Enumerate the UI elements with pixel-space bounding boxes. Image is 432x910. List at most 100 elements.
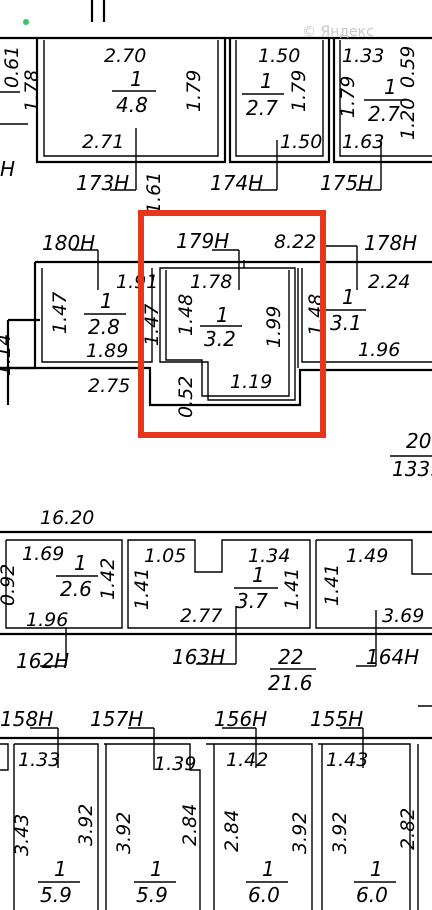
room-180-dim-right: 1.47 xyxy=(141,304,163,346)
top-band-walls xyxy=(0,0,432,164)
room-157-area: 5.9 xyxy=(136,883,168,907)
room-157: 157Н 1.39 3.92 2.84 1 5.9 xyxy=(90,707,201,907)
room-179-label: 179Н xyxy=(176,229,229,253)
dim-161: 1.61 xyxy=(143,172,165,214)
partial-count-right: 20 xyxy=(406,429,431,453)
room-158-dim-left: 3.43 xyxy=(11,814,33,856)
room-157-dim-top: 1.39 xyxy=(154,753,196,775)
room-164: 1.49 1.41 3.69 164Н xyxy=(321,545,424,669)
room-173-dim-bottom: 2.71 xyxy=(82,131,124,153)
highlight-frame xyxy=(138,210,326,438)
room-173-dim-right: 1.79 xyxy=(183,70,205,112)
room-162-area: 2.6 xyxy=(60,577,92,601)
watermark: © Яндекс xyxy=(302,24,374,40)
room-179-count: 1 xyxy=(216,303,229,327)
dim-top-left: 0.61 xyxy=(1,46,23,88)
room-158-dim-right: 3.92 xyxy=(75,804,97,846)
room-173-area: 4.8 xyxy=(116,93,148,117)
room-174-area: 2.7 xyxy=(246,96,278,120)
room-156-count: 1 xyxy=(262,857,275,881)
room-173-dim-left: 1.78 xyxy=(21,70,43,112)
partial-area-right: 133. xyxy=(392,457,432,481)
room-156-area: 6.0 xyxy=(248,883,280,907)
room-162-label: 162Н xyxy=(16,649,69,673)
room-163-dim-right: 1.41 xyxy=(281,568,303,610)
room-180-label: 180Н xyxy=(42,231,95,255)
room-162-dim-bottom: 1.96 xyxy=(26,609,68,631)
room-179-dim-left: 1.48 xyxy=(175,294,197,336)
room-156-dim-right: 3.92 xyxy=(289,812,311,854)
room-173-dim-top: 2.70 xyxy=(104,45,146,67)
room-163-dim-left: 1.41 xyxy=(131,568,153,610)
room-158-area: 5.9 xyxy=(40,883,72,907)
room-155-label: 155Н xyxy=(310,707,363,731)
room-155-dim-left: 3.92 xyxy=(329,812,351,854)
room-175-dim-right-bottom: 1.20 xyxy=(397,98,419,140)
room-164-dim-left: 1.41 xyxy=(321,564,343,606)
lower-band-walls xyxy=(0,530,432,636)
room-163-label: 163Н xyxy=(172,645,225,669)
room-178-dim-top: 2.24 xyxy=(368,271,410,293)
bottom-band-walls xyxy=(0,705,432,910)
room-178-count: 1 xyxy=(342,285,355,309)
misc-labels: 0.61 Н 1.61 8.22 1.14 2.75 16.20 20 133.… xyxy=(0,24,432,529)
room-178: 178Н 2.24 1.48 1.96 1 3.1 xyxy=(305,231,417,361)
label-left-fragment: Н xyxy=(0,157,15,181)
room-163-dim-top-left: 1.05 xyxy=(144,545,186,567)
room-175-area: 2.7 xyxy=(368,102,400,126)
middle-band-walls xyxy=(0,260,432,407)
room-174: 1.50 1.79 1.50 1 2.7 174Н xyxy=(210,45,322,195)
room-179-dim-step: 0.52 xyxy=(175,376,197,418)
room-178-label: 178Н xyxy=(364,231,417,255)
corridor-area: 21.6 xyxy=(268,671,313,695)
room-179: 179Н 1.78 1.48 1.99 1.19 0.52 1 3.2 xyxy=(175,229,285,418)
dim-822: 8.22 xyxy=(274,231,316,253)
room-156-dim-top: 1.42 xyxy=(226,749,268,771)
room-178-dim-bottom: 1.96 xyxy=(358,339,400,361)
room-180-dim-top: 1.91 xyxy=(116,271,158,293)
room-157-dim-left: 3.92 xyxy=(113,812,135,854)
room-175: 1.33 0.59 1.79 1.20 1.63 1 2.7 175Н xyxy=(320,45,419,195)
room-163-dim-top-right: 1.34 xyxy=(248,545,290,567)
room-162: 1.69 0.92 1.42 1.96 1 2.6 162Н xyxy=(0,543,119,673)
room-164-label: 164Н xyxy=(366,645,419,669)
room-180-dim-bottom: 1.89 xyxy=(86,340,128,362)
room-174-dim-top: 1.50 xyxy=(258,45,300,67)
room-158: 158Н 1.33 3.43 3.92 1 5.9 xyxy=(0,707,97,907)
room-155-dim-right: 2.82 xyxy=(397,808,419,850)
room-173-count: 1 xyxy=(130,67,143,91)
room-162-dim-left: 0.92 xyxy=(0,564,19,606)
room-163-area: 3.7 xyxy=(236,589,268,613)
room-156: 156Н 1.42 2.84 3.92 1 6.0 xyxy=(214,707,311,907)
room-157-count: 1 xyxy=(150,857,163,881)
room-156-label: 156Н xyxy=(214,707,267,731)
room-156-dim-left: 2.84 xyxy=(221,810,243,852)
room-175-dim-bottom: 1.63 xyxy=(342,131,384,153)
corridor-count: 22 xyxy=(278,645,303,669)
room-157-dim-right: 2.84 xyxy=(179,804,201,846)
room-179-dim-top: 1.78 xyxy=(190,271,232,293)
room-175-dim-left: 1.79 xyxy=(337,76,359,118)
room-180-area: 2.8 xyxy=(88,315,120,339)
room-164-dim-bottom: 3.69 xyxy=(382,605,424,627)
room-175-label: 175Н xyxy=(320,171,373,195)
room-162-dim-right: 1.42 xyxy=(97,558,119,600)
room-180: 180Н 1.91 1.47 1.47 1.89 1 2.8 xyxy=(42,231,163,362)
marker-dot xyxy=(23,19,29,25)
room-174-dim-bottom: 1.50 xyxy=(280,131,322,153)
dim-1620: 16.20 xyxy=(40,507,94,529)
room-155-area: 6.0 xyxy=(356,883,388,907)
room-174-dim-right: 1.79 xyxy=(288,70,310,112)
room-178-area: 3.1 xyxy=(330,311,362,335)
room-174-count: 1 xyxy=(260,69,273,93)
dim-114: 1.14 xyxy=(0,334,15,376)
room-163-dim-bottom: 2.77 xyxy=(180,605,222,627)
room-158-count: 1 xyxy=(54,857,67,881)
room-158-dim-top: 1.33 xyxy=(18,749,60,771)
room-180-dim-left: 1.47 xyxy=(49,292,71,334)
room-180-count: 1 xyxy=(100,289,113,313)
room-179-dim-bottom: 1.19 xyxy=(230,371,272,393)
room-164-dim-top: 1.49 xyxy=(346,545,388,567)
leader-lines xyxy=(30,128,382,770)
room-163-count: 1 xyxy=(252,563,265,587)
